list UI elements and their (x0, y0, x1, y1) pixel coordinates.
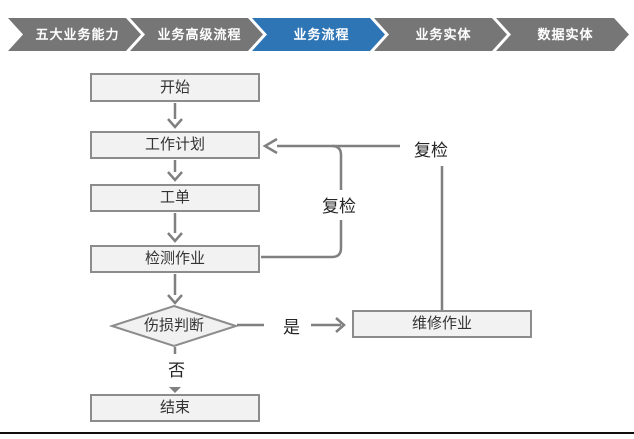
no-label: 否 (166, 356, 187, 381)
arrowhead-left-plan-icon (262, 137, 278, 155)
connector-inspect-recheck-upper (331, 144, 343, 190)
recheck-inner-label: 复检 (320, 192, 358, 217)
nav-step-advanced-process[interactable]: 业务高级流程 (130, 18, 263, 51)
nav-step-five-capabilities[interactable]: 五大业务能力 (8, 18, 141, 51)
node-end: 结束 (90, 394, 260, 422)
connector-inspect-recheck-lower (261, 220, 343, 259)
node-start: 开始 (90, 73, 260, 102)
arrowhead-down-inspect-icon (167, 232, 183, 243)
nav-step-business-entity[interactable]: 业务实体 (374, 18, 507, 51)
node-work-order: 工单 (90, 184, 260, 212)
arrowhead-down-decision-icon (167, 294, 183, 305)
arrowhead-right-repair-icon (335, 317, 346, 333)
arrowhead-down-plan-icon (167, 118, 183, 129)
arrowhead-down-order-icon (167, 171, 183, 182)
node-inspection-job: 检测作业 (90, 245, 260, 273)
nav-step-business-process[interactable]: 业务流程 (252, 18, 385, 51)
node-work-plan: 工作计划 (90, 131, 260, 159)
arrowhead-down-end-icon (169, 387, 181, 393)
yes-label: 是 (281, 313, 302, 338)
recheck-outer-label: 复检 (412, 136, 450, 161)
node-repair-job: 维修作业 (352, 310, 532, 338)
slide-bottom-border (0, 432, 634, 434)
process-step-nav: 五大业务能力 业务高级流程 业务流程 业务实体 数据实体 (8, 18, 629, 51)
decision-label: 伤损判断 (143, 317, 204, 334)
nav-step-data-entity[interactable]: 数据实体 (496, 18, 629, 51)
